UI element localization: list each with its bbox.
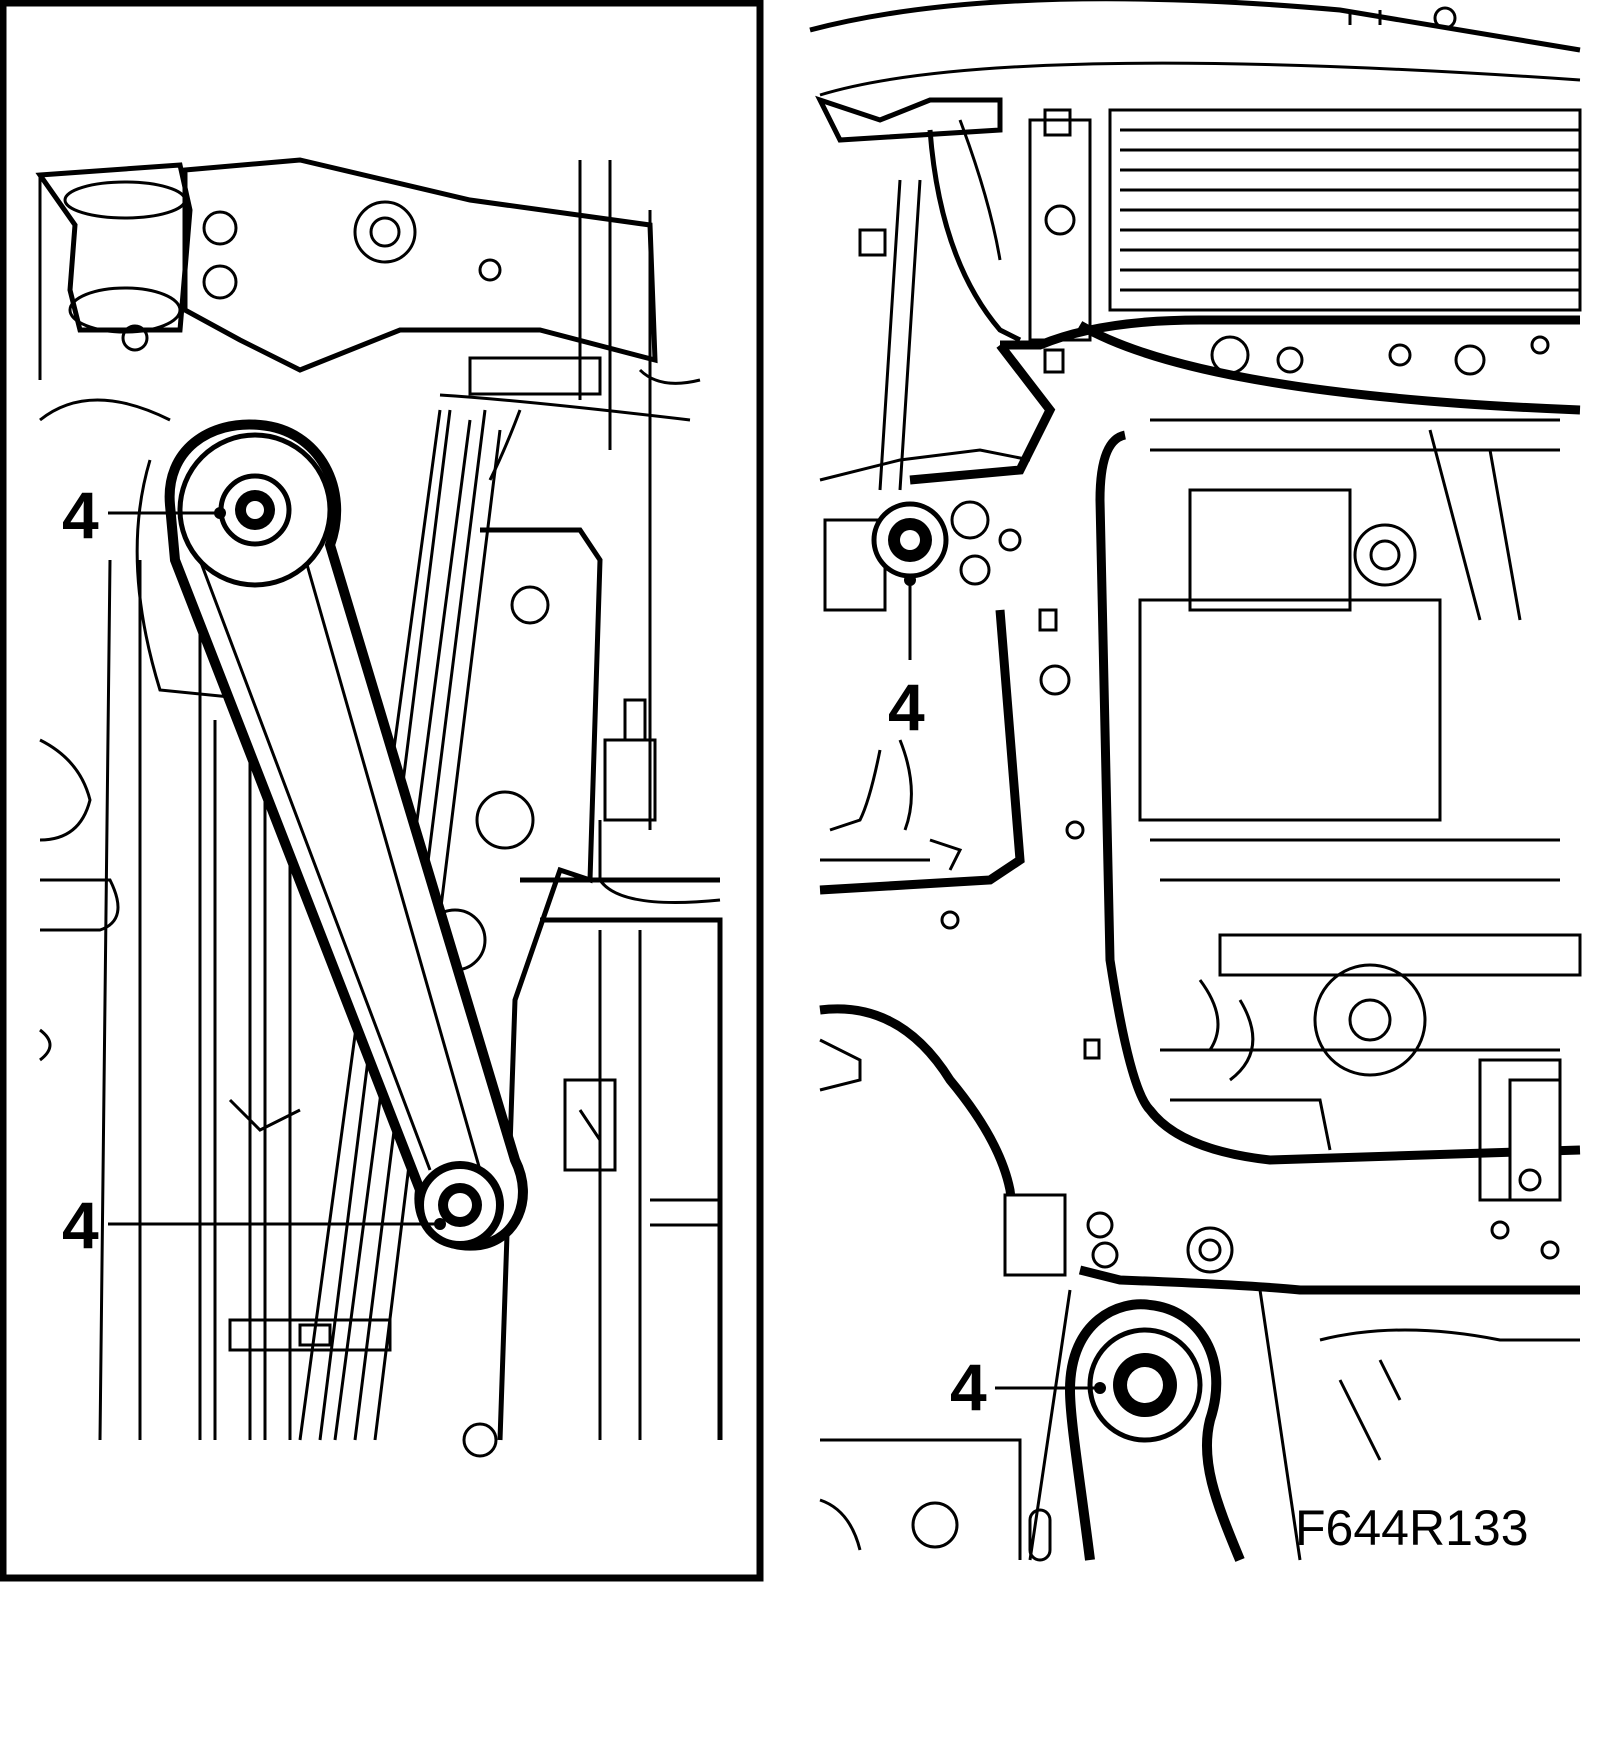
callout-label: 4 [888, 670, 925, 744]
left-lower-bushing [416, 1161, 504, 1249]
callout-left-lower: 4 [62, 1188, 446, 1262]
right-upper-bushing [871, 501, 949, 579]
callout-right-upper: 4 [888, 574, 925, 744]
right-overview-panel: 4 4 F644R133 [809, 0, 1582, 1562]
callout-label: 4 [62, 478, 99, 552]
left-detail-panel: 4 4 [0, 0, 764, 1582]
callout-left-upper: 4 [62, 478, 226, 552]
callout-label: 4 [950, 1350, 987, 1424]
callout-label: 4 [62, 1188, 99, 1262]
right-background-structure [809, 0, 1582, 1562]
radiator-fins [1120, 128, 1580, 292]
left-upper-bushing [177, 432, 333, 588]
callout-right-lower: 4 [950, 1350, 1106, 1424]
figure-code: F644R133 [1295, 1500, 1529, 1556]
right-lower-bushing [1087, 1327, 1203, 1443]
